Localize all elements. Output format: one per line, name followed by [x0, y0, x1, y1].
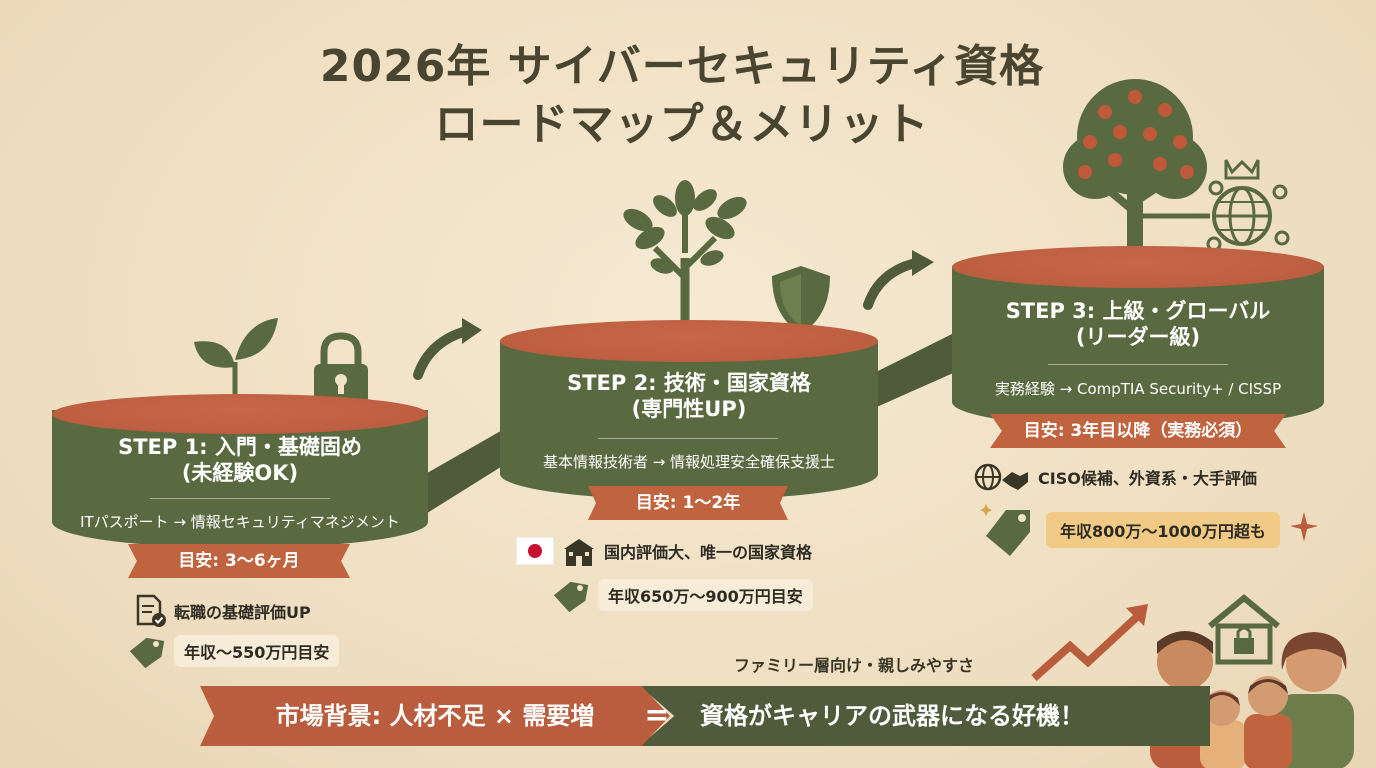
step1-salary: 年収〜550万円目安: [126, 634, 340, 668]
bottom-banner-right: 資格がキャリアの武器になる好機！: [640, 686, 1210, 746]
step1-title: STEP 1: 入門・基礎固め (未経験OK): [118, 435, 362, 486]
document-check-icon: [136, 594, 166, 627]
bottom-banner-left: 市場背景: 人材不足 × 需要増: [200, 686, 670, 746]
step2-title: STEP 2: 技術・国家資格 (専門性UP): [567, 371, 811, 422]
sprout-icon: [194, 318, 278, 407]
step3-title: STEP 3: 上級・グローバル (リーダー級): [1005, 299, 1271, 350]
step1-period: 目安: 3〜6ヶ月: [128, 544, 350, 578]
bottom-banner: 資格がキャリアの武器になる好機！ 市場背景: 人材不足 × 需要増 =: [200, 686, 1210, 746]
step3-period: 目安: 3年目以降（実務必須）: [990, 414, 1286, 448]
padlock-icon: [314, 332, 368, 404]
globe-network-icon: [1130, 159, 1290, 252]
bottom-banner-equals: =: [644, 698, 670, 733]
price-tag-icon: [129, 637, 165, 668]
step1-path: ITパスポート → 情報セキュリティマネジメント: [80, 513, 400, 531]
step2-period: 目安: 1〜2年: [588, 486, 788, 520]
japan-flag-icon: [516, 537, 554, 565]
step2-salary: 年収650万〜900万円目安: [550, 578, 813, 612]
page-title-line2: ロードマップ＆メリット: [434, 99, 930, 150]
price-tag-icon: [980, 504, 1030, 556]
step3-benefit: CISO候補、外資系・大手評価: [974, 462, 1257, 492]
shield-icon: [772, 266, 830, 334]
step3-path: 実務経験 → CompTIA Security+ / CISSP: [994, 380, 1282, 398]
price-tag-icon: [553, 581, 589, 612]
step2-benefit: 国内評価大、唯一の国家資格: [516, 536, 812, 566]
crown-icon: [1224, 159, 1260, 180]
family-label: ファミリー層向け・親しみやすさ: [734, 656, 975, 675]
apple-tree-icon: [1063, 79, 1207, 262]
school-building-icon: [564, 539, 594, 566]
house-lock-icon: [1208, 594, 1280, 665]
sparkle-icon: [1289, 512, 1318, 542]
step2-path: 基本情報技術者 → 情報処理安全確保支援士: [542, 453, 836, 471]
growth-arrow-icon: [1031, 611, 1143, 681]
tree-icon: [623, 180, 747, 338]
page-title-line1: 2026年 サイバーセキュリティ資格: [319, 41, 1045, 92]
step1-benefit: 転職の基礎評価UP: [132, 594, 311, 628]
handshake-globe-icon: [974, 463, 1028, 491]
step3-salary: 年収800万〜1000万円超も: [980, 502, 1320, 558]
